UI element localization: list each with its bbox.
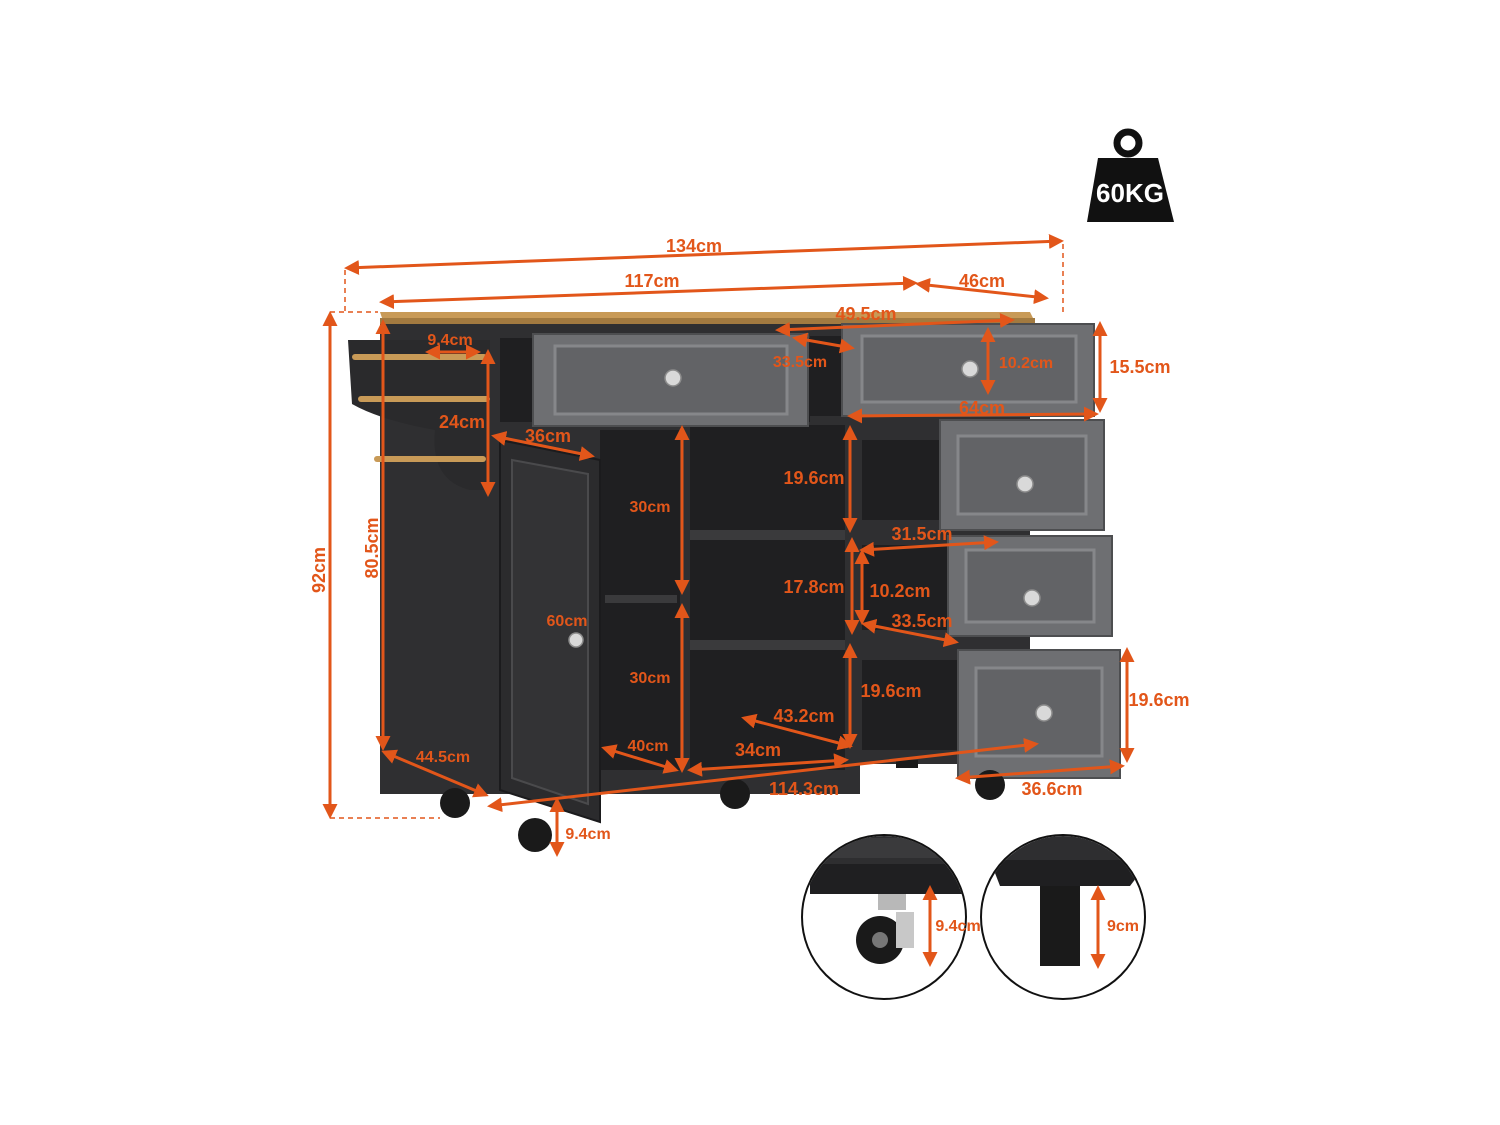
dimension-lines <box>322 233 1135 857</box>
label-drawer-height-large: 15.5cm <box>1109 357 1170 377</box>
caster-inset: 9.4cm <box>801 834 981 1000</box>
label-door-height: 60cm <box>547 613 588 630</box>
label-middle-shelf: 17.8cm <box>783 577 844 597</box>
label-top-width: 117cm <box>624 271 679 291</box>
label-drawer-depth: 31.5cm <box>891 524 952 544</box>
label-drawer-width-lower: 36.6cm <box>1021 779 1082 799</box>
label-drawer-space-lower: 19.6cm <box>860 681 921 701</box>
weight-icon: 60KG <box>1087 128 1174 222</box>
label-total-height: 92cm <box>309 547 329 593</box>
label-door-width: 36cm <box>525 426 571 446</box>
leg-inset-label: 9cm <box>1107 918 1139 935</box>
label-caster-height: 9.4cm <box>565 826 610 843</box>
label-drawer-inner-depth: 33.5cm <box>891 611 952 631</box>
label-diagonal-inner: 43.2cm <box>773 706 834 726</box>
label-base-width: 114.3cm <box>769 779 839 799</box>
capacity-label: 60KG <box>1096 178 1164 208</box>
label-shelf-height-upper: 30cm <box>630 499 671 516</box>
label-drawer-height-small: 10.2cm <box>999 355 1053 372</box>
label-drawer-inner-height: 10.2cm <box>869 581 930 601</box>
label-rack-width: 9.4cm <box>427 332 472 349</box>
cabinet-illustration <box>348 312 1121 852</box>
dimension-labels: 134cm 117cm 46cm 49.5cm 9.4cm 33.5cm 10.… <box>309 236 1190 843</box>
label-drawer-extension: 64cm <box>959 398 1005 418</box>
label-rack-height: 24cm <box>439 412 485 432</box>
label-shelf-depth: 40cm <box>628 738 669 755</box>
caster-inset-label: 9.4cm <box>935 918 980 935</box>
label-drawer-inner-small: 33.5cm <box>773 354 827 371</box>
label-body-height: 80.5cm <box>362 517 382 578</box>
label-depth-top: 46cm <box>959 271 1005 291</box>
label-drawer-top-width: 49.5cm <box>835 304 896 324</box>
label-drawer-space-upper: 19.6cm <box>783 468 844 488</box>
leg-inset: 9cm <box>980 834 1146 1000</box>
label-drawer-outer-height: 19.6cm <box>1128 690 1189 710</box>
label-compartment-width: 34cm <box>735 740 781 760</box>
label-shelf-height-lower: 30cm <box>630 670 671 687</box>
label-total-width: 134cm <box>666 236 722 256</box>
label-side-depth: 44.5cm <box>416 749 470 766</box>
